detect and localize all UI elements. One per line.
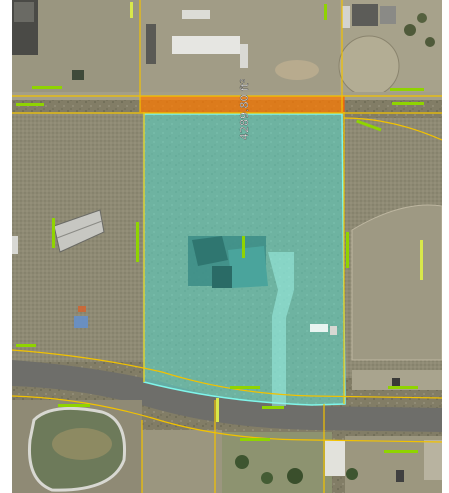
west-lot (12, 112, 144, 362)
southern-lots (12, 400, 442, 493)
measurement-label: 4289.80 ft² (238, 79, 251, 140)
driveway (268, 252, 294, 406)
house (188, 236, 268, 288)
map-view[interactable]: 4289.80 ft² (12, 0, 442, 493)
south-road (12, 360, 442, 432)
east-lot (344, 118, 442, 390)
parcel-boundaries (12, 0, 442, 493)
northern-lots (12, 0, 442, 97)
shed (330, 326, 337, 335)
lot-labels (16, 2, 424, 453)
aerial-map-canvas[interactable]: 4289.80 ft² (12, 0, 442, 493)
vehicle (310, 324, 328, 332)
